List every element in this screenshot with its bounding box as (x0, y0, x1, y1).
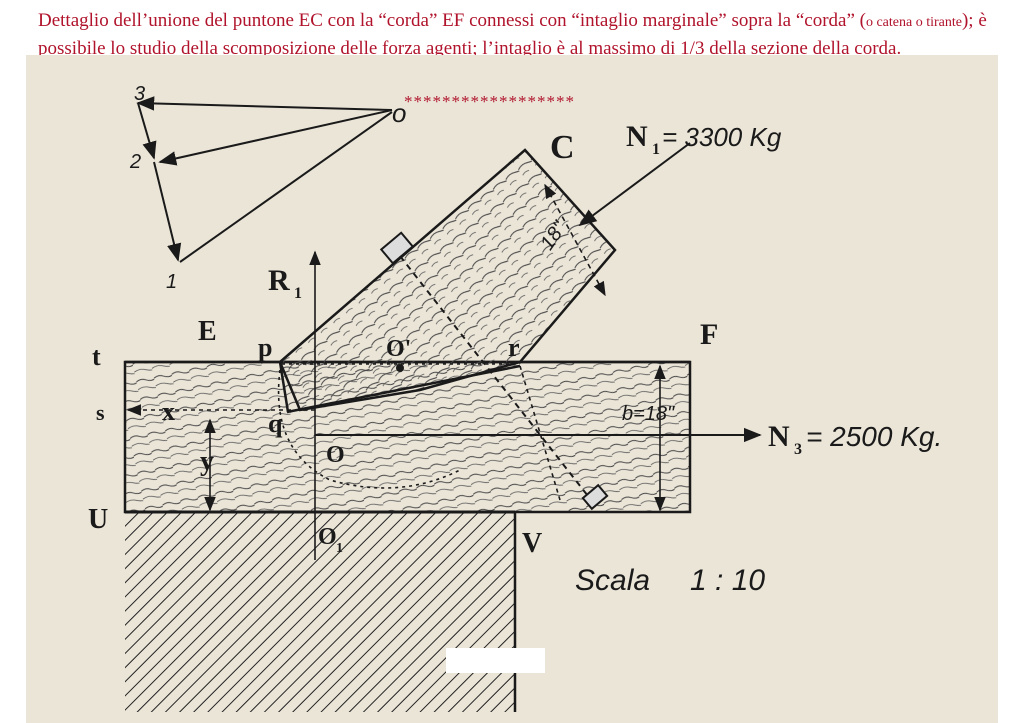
label-O1-sub: 1 (336, 541, 343, 556)
force-o-3 (136, 96, 393, 111)
arrow-N1 (578, 142, 691, 227)
arc-O (277, 369, 461, 489)
label-q: q (268, 409, 283, 438)
label-s: s (96, 400, 105, 425)
triangle-label-1: 1 (166, 271, 177, 293)
label-U: U (88, 504, 108, 535)
label-R1-sub: 1 (294, 285, 302, 302)
point-O-prime (396, 364, 404, 372)
force-N1-value: = 3300 Kg (662, 122, 782, 152)
label-r: r (508, 333, 520, 362)
scale-ratio: 1 : 10 (690, 564, 765, 597)
force-triangle (136, 96, 393, 263)
caption-text-before: Dettaglio dell’unione del puntone EC con… (38, 10, 866, 31)
force-N3-sub: 3 (794, 441, 802, 458)
label-V: V (522, 528, 542, 559)
triangle-label-o: o (392, 98, 406, 128)
force-N1-sub: 1 (652, 141, 660, 158)
label-F: F (700, 318, 718, 351)
triangle-label-2: 2 (129, 151, 141, 173)
force-1-o (179, 111, 393, 263)
label-R1: R (268, 264, 290, 297)
dim-strut (544, 183, 606, 297)
stars-separator: ****************** (404, 92, 575, 111)
force-N1-label: N (626, 120, 648, 153)
label-O1: O (318, 524, 337, 550)
caption-text-after: ); è possibile lo studio della scomposiz… (38, 10, 987, 59)
force-N3-value: = 2500 Kg. (806, 421, 942, 452)
force-3-2 (137, 102, 157, 160)
label-p: p (258, 333, 272, 362)
caption: Dettaglio dell’unione del puntone EC con… (38, 8, 988, 62)
label-E: E (198, 316, 217, 347)
scale-word: Scala (575, 564, 650, 597)
force-2-1 (153, 161, 182, 262)
force-o-2 (158, 109, 393, 166)
label-C: C (550, 129, 575, 166)
label-y: y (200, 446, 214, 477)
white-patch (446, 648, 545, 673)
caption-text-small: o catena o tirante (865, 15, 962, 30)
triangle-label-3: 3 (134, 83, 145, 105)
label-O-prime: O' (386, 336, 411, 362)
label-t: t (92, 342, 101, 371)
notch-face (278, 361, 290, 413)
notch-line (286, 364, 521, 414)
label-O: O (326, 442, 345, 468)
dimension-b: b=18" (622, 403, 675, 425)
force-N3-label: N (768, 420, 790, 453)
label-x: x (162, 397, 175, 426)
support-ground (125, 512, 515, 712)
bolt (379, 231, 609, 511)
